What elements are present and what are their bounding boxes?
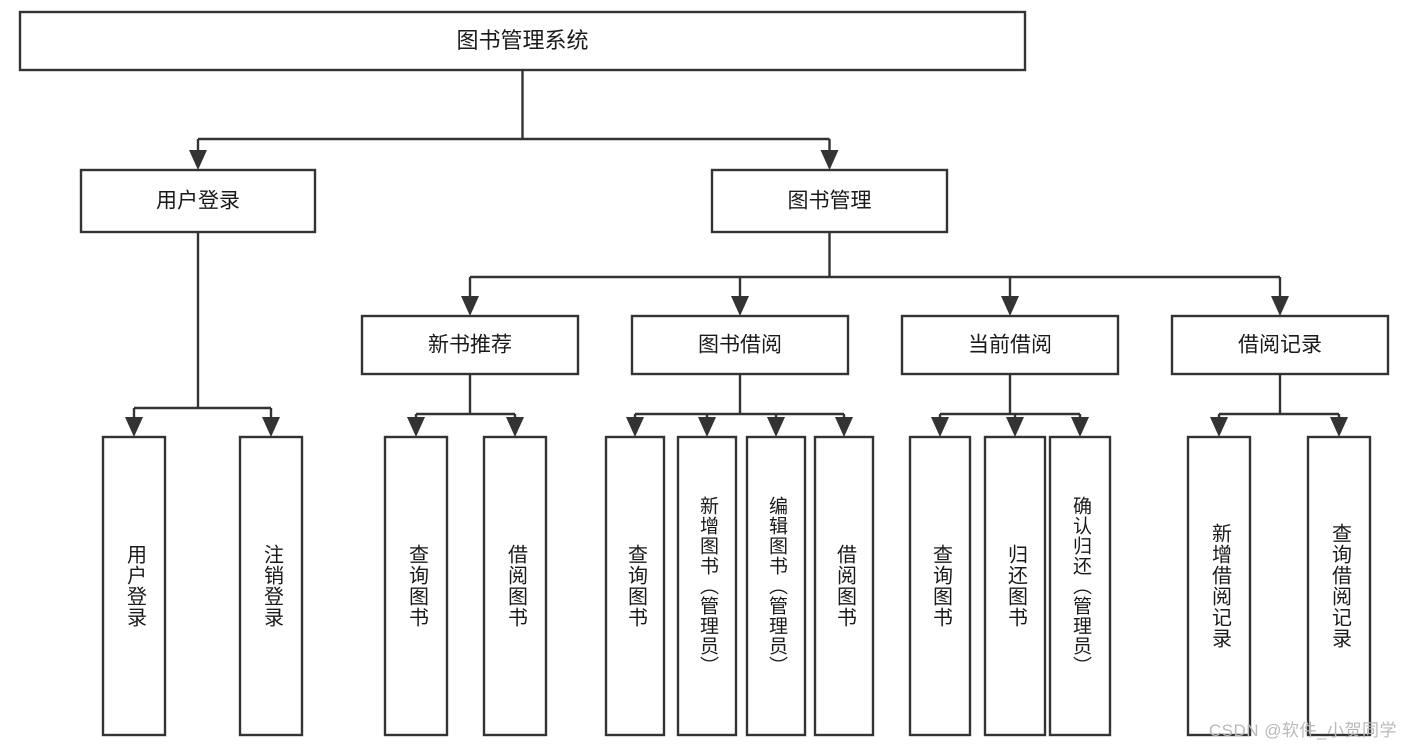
node-borrow-book-rec[interactable] (482, 435, 548, 737)
arrow-head-icon-book-borrow-leaf-1 (698, 417, 716, 437)
node-rect-return-book-current (983, 435, 1047, 737)
arrow-head-icon-user-login-leaf-0 (125, 417, 143, 437)
node-label-book-manage: 图书管理 (788, 190, 872, 213)
arrow-head-icon-borrow-record-leaf-0 (1210, 417, 1228, 437)
arrow-head-icon-l2-0 (461, 296, 479, 316)
node-rect-borrow-record (1170, 314, 1390, 376)
node-rect-borrow-book-rec (482, 435, 548, 737)
node-label-new-book-recommend: 新书推荐 (428, 334, 512, 357)
node-current-borrow[interactable]: 当前借阅 (900, 314, 1120, 376)
arrow-head-icon-user-login-leaf-1 (262, 417, 280, 437)
node-rect-query-book-rec (383, 435, 449, 737)
node-book-manage[interactable]: 图书管理 (710, 168, 949, 234)
node-user-login[interactable]: 用户登录 (79, 168, 317, 234)
node-rect-confirm-return-admin (1048, 435, 1112, 737)
node-query-book-current[interactable] (908, 435, 972, 737)
node-borrow-book-borrow[interactable] (813, 435, 875, 737)
node-rect-add-borrow-record (1186, 435, 1252, 737)
node-rect-add-book-admin (676, 435, 738, 737)
arrow-head-icon-new-book-recommend-leaf-1 (506, 417, 524, 437)
node-return-book-current[interactable] (983, 435, 1047, 737)
node-query-borrow-record[interactable] (1306, 435, 1372, 737)
arrow-head-icon-l2-1 (731, 296, 749, 316)
arrow-head-icon-current-borrow-leaf-0 (931, 417, 949, 437)
node-rect-new-book-recommend (360, 314, 580, 376)
node-rect-query-book-borrow (604, 435, 666, 737)
node-rect-query-borrow-record (1306, 435, 1372, 737)
node-add-book-admin[interactable] (676, 435, 738, 737)
node-query-book-rec[interactable] (383, 435, 449, 737)
node-rect-user-login-leaf (101, 435, 167, 737)
node-confirm-return-admin[interactable] (1048, 435, 1112, 737)
node-rect-current-borrow (900, 314, 1120, 376)
arrow-head-icon-l1-0 (189, 150, 207, 170)
node-user-login-leaf[interactable] (101, 435, 167, 737)
arrow-head-icon-borrow-record-leaf-1 (1330, 417, 1348, 437)
node-root[interactable]: 图书管理系统 (18, 10, 1027, 72)
node-label-current-borrow: 当前借阅 (968, 334, 1052, 357)
node-rect-root (18, 10, 1027, 72)
connector-layer (125, 70, 1348, 437)
arrow-head-icon-current-borrow-leaf-2 (1071, 417, 1089, 437)
node-new-book-recommend[interactable]: 新书推荐 (360, 314, 580, 376)
node-rect-borrow-book-borrow (813, 435, 875, 737)
arrow-head-icon-book-borrow-leaf-0 (626, 417, 644, 437)
arrow-head-icon-l2-2 (1001, 296, 1019, 316)
node-rect-query-book-current (908, 435, 972, 737)
node-rect-book-borrow (630, 314, 850, 376)
node-label-root: 图书管理系统 (456, 28, 588, 53)
node-label-book-borrow: 图书借阅 (698, 334, 782, 357)
node-label-user-login: 用户登录 (156, 190, 240, 213)
node-borrow-record[interactable]: 借阅记录 (1170, 314, 1390, 376)
node-label-borrow-record: 借阅记录 (1238, 334, 1322, 357)
node-book-borrow[interactable]: 图书借阅 (630, 314, 850, 376)
node-logout-leaf[interactable] (238, 435, 304, 737)
node-edit-book-admin[interactable] (745, 435, 807, 737)
node-rect-book-manage (710, 168, 949, 234)
arrow-head-icon-l2-3 (1271, 296, 1289, 316)
node-rect-edit-book-admin (745, 435, 807, 737)
node-rect-user-login (79, 168, 317, 234)
watermark-text: CSDN @软件_小贺同学 (1208, 721, 1397, 740)
arrow-head-icon-current-borrow-leaf-1 (1006, 417, 1024, 437)
node-query-book-borrow[interactable] (604, 435, 666, 737)
arrow-head-icon-book-borrow-leaf-3 (835, 417, 853, 437)
arrow-head-icon-book-borrow-leaf-2 (767, 417, 785, 437)
node-rect-logout-leaf (238, 435, 304, 737)
arrow-head-icon-new-book-recommend-leaf-0 (407, 417, 425, 437)
node-add-borrow-record[interactable] (1186, 435, 1252, 737)
arrow-head-icon-l1-1 (820, 150, 839, 170)
